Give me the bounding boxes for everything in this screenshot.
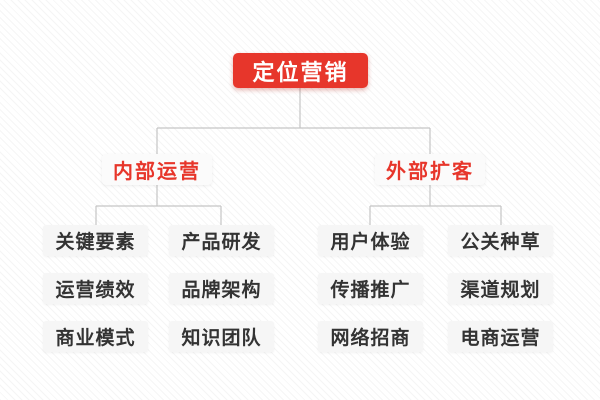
leaf-node: 品牌架构	[169, 273, 274, 304]
leaf-node: 运营绩效	[43, 273, 148, 304]
branch-node-internal: 内部运营	[102, 154, 212, 185]
branch-node-external: 外部扩客	[375, 154, 485, 185]
leaf-node: 商业模式	[43, 321, 148, 352]
leaf-node: 渠道规划	[448, 273, 553, 304]
leaf-node: 知识团队	[169, 321, 274, 352]
connector-branch-left	[95, 185, 222, 225]
leaf-node: 用户体验	[318, 225, 423, 256]
leaf-node: 传播推广	[318, 273, 423, 304]
root-node: 定位营销	[233, 53, 368, 88]
leaf-node: 网络招商	[318, 321, 423, 352]
leaf-node: 公关种草	[448, 225, 553, 256]
leaf-node: 关键要素	[43, 225, 148, 256]
connector-root	[156, 88, 431, 154]
leaf-node: 产品研发	[169, 225, 274, 256]
leaf-node: 电商运营	[448, 321, 553, 352]
connector-branch-right	[369, 185, 502, 225]
